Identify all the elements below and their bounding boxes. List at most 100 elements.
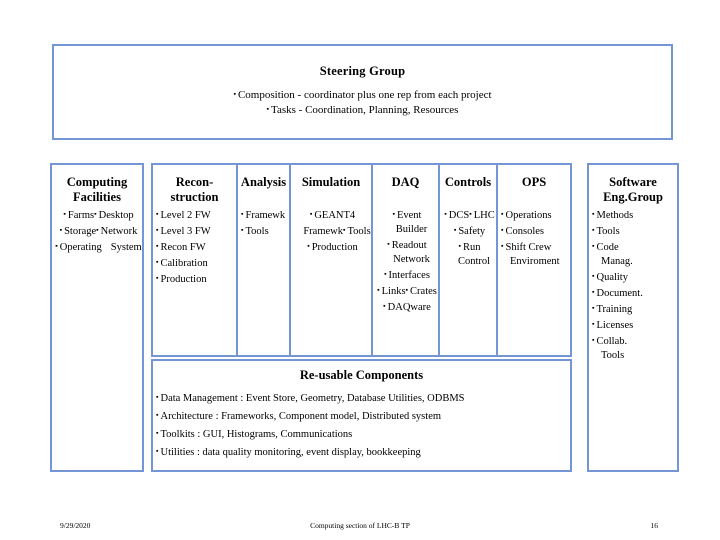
bullet-square-icon: ▪ — [592, 288, 595, 296]
reusable-bullet-2: ▪Toolkits : GUI, Histograms, Communicati… — [156, 425, 570, 443]
project-column-3-item-2: ▪Interfaces — [384, 267, 430, 283]
bullet-square-icon: ▪ — [405, 286, 409, 294]
project-column-title-5: OPS — [498, 165, 570, 205]
project-column-0-item-1-text: Level 3 FW — [160, 226, 211, 237]
project-column-items-0: ▪Level 2 FW▪Level 3 FW▪Recon FW▪Calibrat… — [153, 205, 236, 287]
project-column-2-item-0: ▪GEANT4 — [310, 207, 355, 223]
project-column-3-item-0-continuation: Builder — [395, 224, 428, 235]
project-column-title-5-line1: OPS — [521, 175, 547, 189]
project-column-0-item-4-text: Production — [160, 274, 207, 285]
project-column-3-item-0-text: Event — [396, 210, 422, 221]
project-column-3-item-1-text: Readout — [391, 240, 427, 251]
software-eng-group-item-7-text: Collab. — [596, 336, 628, 347]
project-column-5-item-2: ▪Shift Crew — [501, 239, 570, 255]
project-column-0-item-0-text: Level 2 FW — [160, 210, 211, 221]
project-column-items-2: ▪GEANT4Framewk▪Tools▪Production — [291, 205, 371, 255]
bullet-square-icon: ▪ — [383, 302, 386, 310]
computing-facilities-item-0-text: Farms — [67, 210, 95, 221]
computing-facilities-item-1: ▪Desktop — [94, 207, 133, 223]
bullet-square-icon: ▪ — [156, 226, 159, 234]
footer-date: 9/29/2020 — [60, 521, 91, 530]
bullet-square-icon: ▪ — [592, 242, 595, 250]
project-column-title-4: Controls — [440, 165, 496, 205]
computing-facilities-item-3-text: Network — [100, 226, 138, 237]
footer-center-text: Computing section of LHC-B TP — [310, 521, 410, 530]
software-eng-group-item-4: ▪Document. — [592, 285, 677, 301]
project-column-4-item-0-text: DCS — [448, 210, 470, 221]
bullet-square-icon: ▪ — [592, 336, 595, 344]
software-eng-group-item-3: ▪Quality — [592, 269, 677, 285]
bullet-square-icon: ▪ — [458, 242, 461, 250]
steering-group-title: Steering Group — [319, 64, 406, 78]
computing-facilities-title-line1: Computing — [66, 175, 128, 189]
project-column-title-2-line1: Simulation — [301, 175, 361, 189]
bullet-square-icon: ▪ — [156, 210, 159, 218]
software-eng-group-item-4-text: Document. — [596, 288, 643, 299]
project-column-recon: Recon-struction▪Level 2 FW▪Level 3 FW▪Re… — [153, 165, 238, 355]
project-column-daq: DAQ▪EventBuilder▪ReadoutNetwork▪Interfac… — [373, 165, 440, 355]
project-column-3-item-1: ▪Readout — [387, 237, 426, 253]
bullet-square-icon: ▪ — [444, 210, 447, 218]
project-column-2-item-0-continuation: Framewk — [303, 226, 343, 237]
computing-facilities-item-4-text: Operating — [59, 242, 102, 253]
project-column-2-item-2: ▪Production — [307, 239, 358, 255]
software-eng-group-item-3-text: Quality — [596, 272, 628, 283]
software-eng-group-item-1-text: Tools — [596, 226, 620, 237]
bullet-square-icon: ▪ — [156, 411, 159, 419]
reusable-bullet-3-text: Utilities : data quality monitoring, eve… — [160, 447, 421, 458]
project-column-2-item-2-text: Production — [311, 242, 358, 253]
bullet-square-icon: ▪ — [156, 447, 159, 455]
reusable-bullet-3: ▪Utilities : data quality monitoring, ev… — [156, 443, 570, 461]
bullet-square-icon: ▪ — [156, 274, 159, 282]
steering-bullet-2-text: Tasks - Coordination, Planning, Resource… — [271, 104, 459, 116]
project-column-title-0-line2: struction — [170, 190, 219, 204]
project-column-0-item-2: ▪Recon FW — [156, 239, 236, 255]
bullet-square-icon: ▪ — [55, 242, 58, 250]
bullet-square-icon: ▪ — [156, 429, 159, 437]
bullet-square-icon: ▪ — [592, 226, 595, 234]
software-eng-group-item-1: ▪Tools — [592, 223, 677, 239]
project-column-0-item-4: ▪Production — [156, 271, 236, 287]
project-column-3-item-2-text: Interfaces — [388, 270, 430, 281]
project-column-simulation: Simulation▪GEANT4Framewk▪Tools▪Productio… — [291, 165, 373, 355]
software-eng-group-title-line1: Software — [609, 175, 657, 189]
software-eng-group-item-0: ▪Methods — [592, 207, 677, 223]
project-column-4-item-2-text: Safety — [458, 226, 486, 237]
bullet-square-icon: ▪ — [592, 272, 595, 280]
project-column-items-3: ▪EventBuilder▪ReadoutNetwork▪Interfaces▪… — [373, 205, 438, 315]
software-eng-group-item-5: ▪Training — [592, 301, 677, 317]
project-column-4-item-1: ▪LHC — [469, 207, 494, 223]
software-eng-group-item-2-continuation: Manag. — [601, 256, 633, 267]
project-column-title-4-line1: Controls — [444, 175, 492, 189]
reusable-bullet-1: ▪Architecture : Frameworks, Component mo… — [156, 407, 570, 425]
computing-facilities-item-4-continuation: System — [110, 242, 142, 253]
bullet-square-icon: ▪ — [241, 226, 244, 234]
project-column-4-item-3: ▪Run — [459, 239, 481, 255]
project-column-3-item-4-text: Crates — [410, 286, 437, 297]
project-column-4-item-3-continuation: Control — [457, 256, 491, 267]
software-eng-group-item-6-text: Licenses — [596, 320, 634, 331]
bullet-square-icon: ▪ — [156, 393, 159, 401]
computing-facilities-item-0: ▪Farms — [63, 207, 94, 223]
software-eng-group-item-2: ▪Code — [592, 239, 677, 255]
steering-group-box: Steering Group ▪Composition - coordinato… — [52, 44, 673, 140]
computing-facilities-title: Computing Facilities — [52, 165, 142, 205]
bullet-square-icon: ▪ — [309, 210, 313, 218]
software-eng-group-item-7-continuation: Tools — [601, 350, 625, 361]
project-column-title-3: DAQ — [373, 165, 438, 205]
bullet-square-icon: ▪ — [453, 226, 457, 234]
project-column-5-item-1-text: Consoles — [505, 226, 544, 237]
bullet-square-icon: ▪ — [307, 242, 310, 250]
project-column-0-item-3: ▪Calibration — [156, 255, 236, 271]
project-column-3-item-3: ▪Links — [377, 283, 405, 299]
project-column-title-1: Analysis — [238, 165, 289, 205]
project-column-0-item-1: ▪Level 3 FW — [156, 223, 236, 239]
bullet-square-icon: ▪ — [377, 286, 380, 294]
project-columns-group: Recon-struction▪Level 2 FW▪Level 3 FW▪Re… — [151, 163, 572, 357]
project-column-1-item-1: ▪Tools — [241, 223, 289, 239]
reusable-bullet-2-text: Toolkits : GUI, Histograms, Communicatio… — [160, 429, 353, 440]
bullet-square-icon: ▪ — [63, 210, 66, 218]
